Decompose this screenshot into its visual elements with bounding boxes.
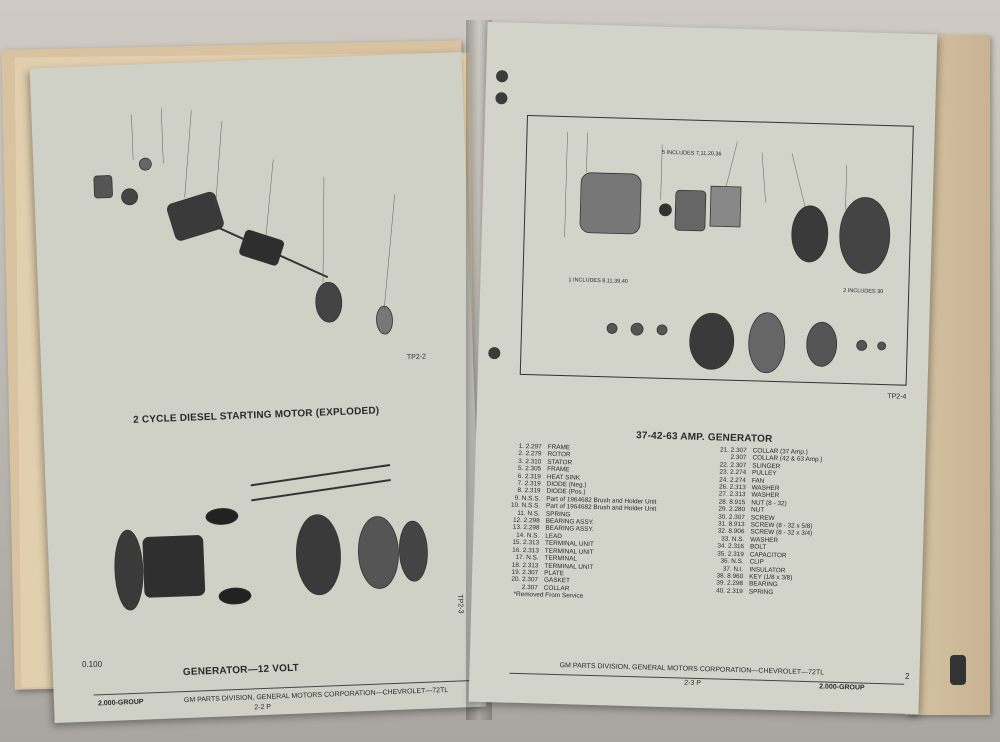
parts-list-title: 37-42-63 AMP. GENERATOR <box>635 430 773 445</box>
motor-part <box>138 157 152 171</box>
part <box>656 324 668 336</box>
part <box>659 203 672 217</box>
figure-title: 2 CYCLE DIESEL STARTING MOTOR (EXPLODED) <box>132 405 380 426</box>
edge-number-right: 2 <box>905 672 910 681</box>
part-description: SPRING <box>748 588 774 596</box>
fan <box>357 516 399 589</box>
generator-12v-diagram <box>89 438 457 662</box>
starting-motor-diagram <box>71 93 441 377</box>
figure-title-2: GENERATOR—12 VOLT <box>182 662 300 679</box>
drive-end-frame <box>689 312 735 370</box>
rotor <box>791 205 829 263</box>
bolt <box>250 463 391 487</box>
part <box>606 323 618 334</box>
part <box>630 322 644 336</box>
part-number: 40. 2.319 <box>716 587 743 595</box>
right-page: 5 INCLUDES 7,11,20,36 1 INCLUDES 8,11,39… <box>468 21 938 715</box>
motor-part <box>166 191 224 241</box>
terminal-plate <box>315 281 343 323</box>
stator <box>839 197 891 274</box>
frame-part <box>579 172 642 235</box>
bolt <box>251 478 391 502</box>
motor-part <box>121 188 138 206</box>
figure-code-2: TP2-3 <box>456 594 464 614</box>
amp-generator-svg <box>564 132 891 374</box>
field-coil <box>205 508 239 525</box>
generator-diagram-frame: 5 INCLUDES 7,11,20,36 1 INCLUDES 8,11,39… <box>519 114 914 386</box>
figure-code: TP2-2 <box>406 353 427 362</box>
pulley <box>806 321 838 367</box>
edge-number-left: 0.100 <box>82 660 103 669</box>
end-frame <box>114 529 144 611</box>
footer-group: 2.000-GROUP <box>97 698 144 708</box>
motor-part <box>93 175 113 199</box>
footer-page: 2-2 P <box>254 703 272 712</box>
footer-rule <box>509 672 905 685</box>
drive-end-frame <box>296 514 341 596</box>
left-page: TP2-2 2 CYCLE DIESEL STARTING MOTOR (EXP… <box>29 51 487 724</box>
part <box>674 189 707 232</box>
figure-code: TP2-4 <box>887 393 907 401</box>
binder-clip <box>950 655 966 685</box>
binder-hole <box>495 70 509 83</box>
fan <box>748 312 786 374</box>
part <box>877 341 887 351</box>
binder-hole <box>495 92 508 105</box>
footer-group: 2.000-GROUP <box>819 683 865 692</box>
motor-part <box>376 305 393 335</box>
part <box>856 340 868 351</box>
binder-hole <box>488 347 501 360</box>
armature <box>142 535 206 598</box>
starting-motor-svg <box>93 108 395 335</box>
heat-sink <box>709 185 742 228</box>
pulley <box>398 520 428 582</box>
field-coil <box>218 587 252 605</box>
armature <box>239 229 285 266</box>
footer-page: 2-3 P <box>684 679 702 688</box>
generator-svg <box>114 463 428 611</box>
